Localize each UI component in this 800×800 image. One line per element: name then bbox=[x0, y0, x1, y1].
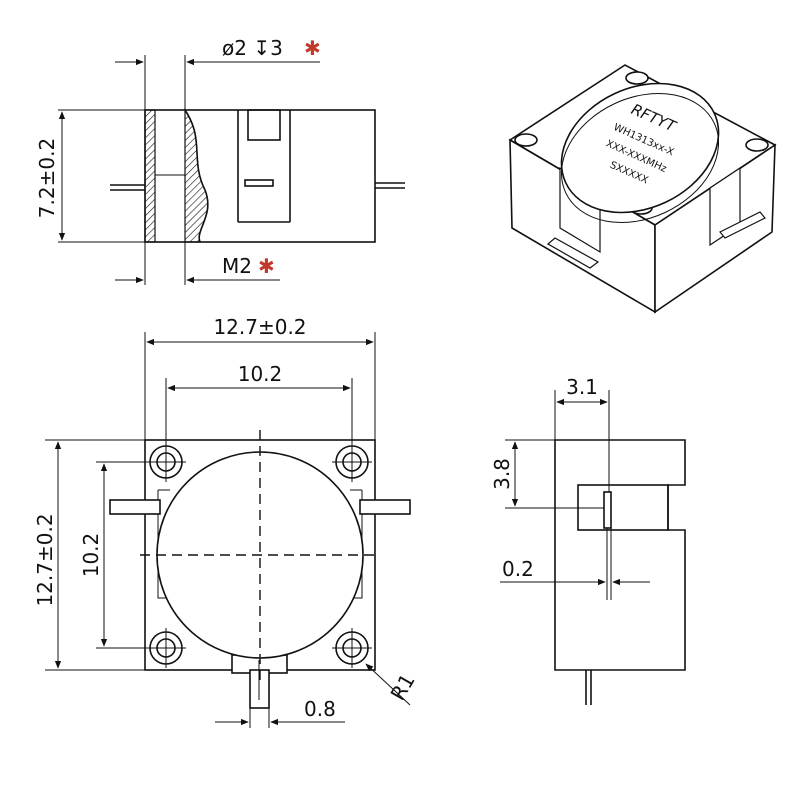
top-corner-holes bbox=[146, 442, 372, 668]
top-radius-label: R1 bbox=[386, 669, 420, 704]
right-view: 3.1 3.8 0.2 bbox=[490, 375, 686, 705]
top-hole-spacing-y-label: 10.2 bbox=[79, 533, 103, 578]
right-dim-thick-label: 0.2 bbox=[502, 557, 534, 581]
top-pin-left bbox=[109, 499, 161, 515]
top-width-label: 12.7±0.2 bbox=[213, 315, 306, 339]
center-pin-side bbox=[244, 179, 274, 187]
side-height-label: 7.2±0.2 bbox=[35, 138, 59, 218]
iso-hole-back bbox=[625, 71, 649, 85]
iso-pin-front bbox=[546, 237, 600, 269]
thread-mark-symbol: ✱ bbox=[258, 254, 275, 278]
right-center-conductor bbox=[603, 491, 612, 529]
thread-callout: M2 bbox=[222, 254, 252, 278]
top-hole-spacing-x-label: 10.2 bbox=[238, 362, 283, 386]
hole-mark-symbol: ✱ bbox=[304, 36, 321, 60]
iso-label-disc bbox=[560, 82, 720, 214]
right-dim-top-label: 3.1 bbox=[566, 375, 598, 399]
hole-callout: ø2 ↧3 bbox=[222, 36, 283, 60]
top-height-label: 12.7±0.2 bbox=[33, 513, 57, 606]
top-view: 12.7±0.2 10.2 12.7±0.2 10.2 0.8 R1 bbox=[33, 315, 420, 728]
iso-pin-right bbox=[719, 211, 766, 239]
right-dim-side-label: 3.8 bbox=[490, 458, 514, 490]
hole-section-left bbox=[144, 109, 156, 243]
side-view: 7.2±0.2 ø2 ↧3 ✱ M2 ✱ bbox=[35, 36, 405, 285]
iso-hole-left bbox=[514, 133, 538, 147]
isometric-view: RFTYT WH1313xx-X XXX-XXXMHz SXXXXX bbox=[508, 64, 777, 314]
top-pin-width-label: 0.8 bbox=[304, 697, 336, 721]
hole-bore bbox=[154, 109, 186, 243]
iso-hole-right bbox=[745, 138, 769, 152]
right-body-outline bbox=[554, 439, 686, 671]
top-pin-right bbox=[359, 499, 411, 515]
